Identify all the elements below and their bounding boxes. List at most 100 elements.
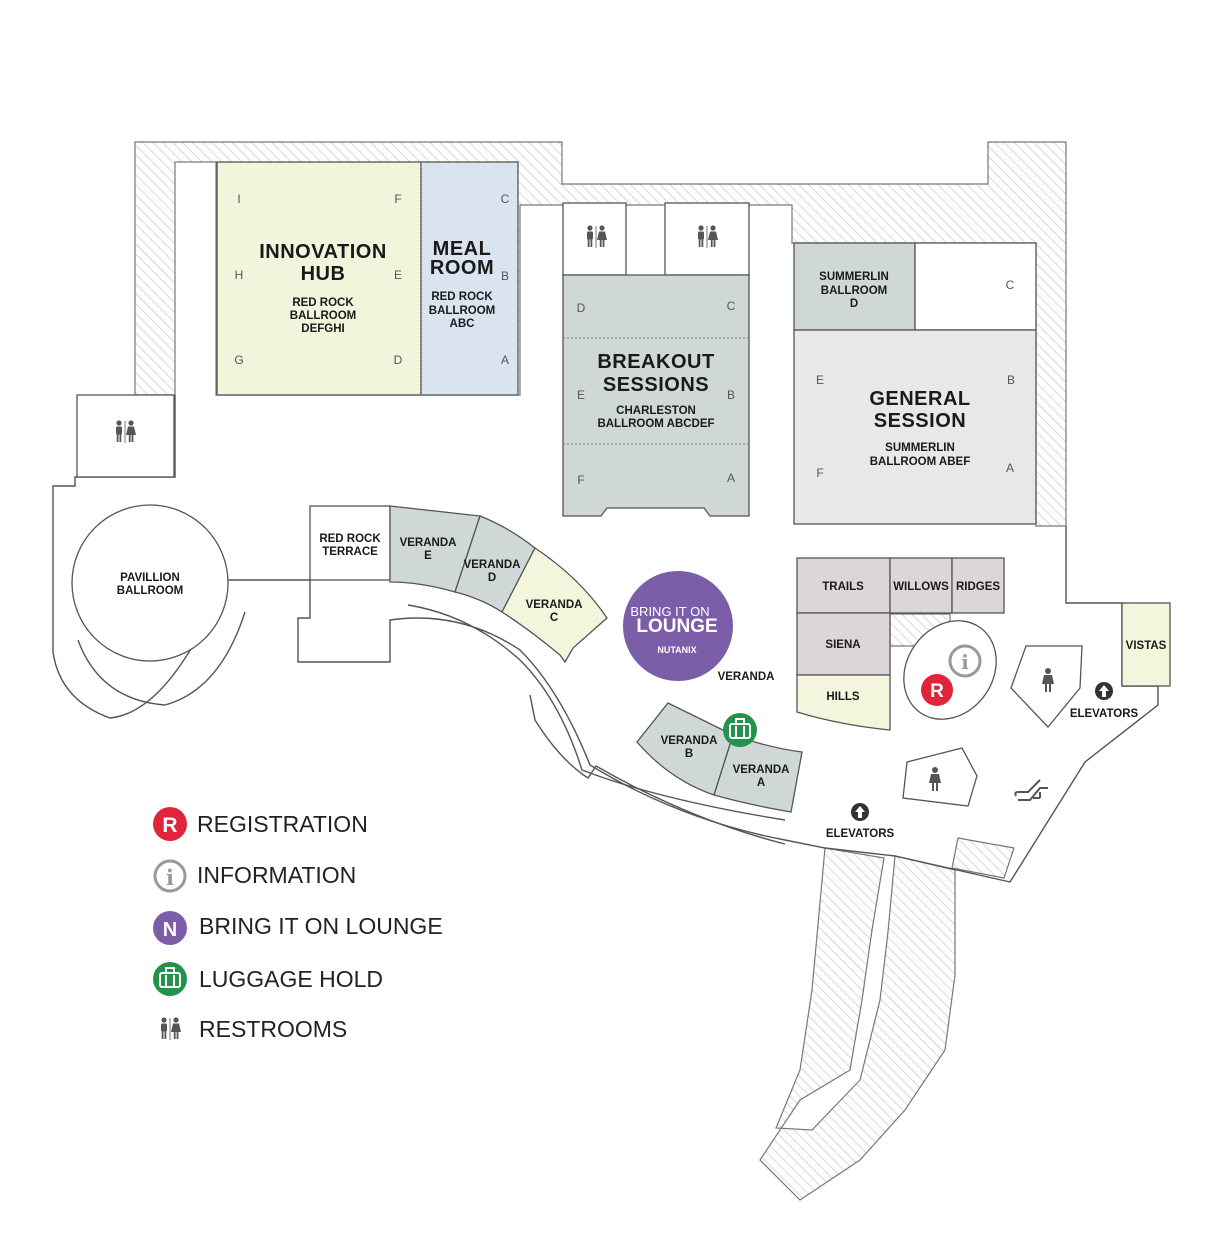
red-rock-terrace[interactable] <box>309 505 391 581</box>
veranda-b-label: VERANDA <box>661 735 718 747</box>
section-letter: C <box>727 299 736 313</box>
summerlin-d-label: SUMMERLIN <box>819 271 889 283</box>
information-marker[interactable] <box>948 644 982 678</box>
veranda-a[interactable] <box>713 734 803 813</box>
veranda-c-label-2: C <box>550 612 558 624</box>
registration-marker[interactable] <box>921 674 953 706</box>
meal-room-sub-1: RED ROCK <box>431 291 493 303</box>
veranda-b-label-2: B <box>685 748 693 760</box>
elevator-up-icon[interactable] <box>851 803 869 821</box>
south-walkway-hatch <box>759 847 956 1201</box>
veranda-a-label-2: A <box>757 777 765 789</box>
ridges-label: RIDGES <box>956 581 1000 593</box>
innovation-hub-title-2: HUB <box>301 263 346 285</box>
general-session-room[interactable] <box>793 329 1037 525</box>
breakout-sub-2: BALLROOM ABCDEF <box>597 418 714 430</box>
breakout-title-2: SESSIONS <box>603 374 709 396</box>
section-letter: F <box>816 466 823 480</box>
lounge-icon-glyph: N <box>163 919 177 941</box>
lounge-icon <box>153 911 187 945</box>
veranda-label: VERANDA <box>718 671 775 683</box>
veranda-d-label: VERANDA <box>464 559 521 571</box>
section-letter: E <box>577 388 585 402</box>
legend-label: REGISTRATION <box>197 811 368 837</box>
legend-label: RESTROOMS <box>199 1016 347 1042</box>
luggage-icon-glyph <box>159 967 181 988</box>
breakout-sessions-room[interactable] <box>562 274 750 517</box>
elevator-up-icon[interactable] <box>1095 682 1113 700</box>
hills-room[interactable] <box>796 674 891 731</box>
lounge-label-2: LOUNGE <box>636 616 717 637</box>
veranda-a-label: VERANDA <box>733 764 790 776</box>
restroom-room <box>902 747 978 807</box>
innovation-hub-room[interactable] <box>216 161 422 396</box>
summerlin-c-room[interactable] <box>914 242 1037 331</box>
willows-room[interactable] <box>889 557 953 614</box>
pavillion-ballroom[interactable] <box>71 504 229 662</box>
veranda-e-label: VERANDA <box>400 537 457 549</box>
summerlin-d-label-2: BALLROOM <box>821 285 887 297</box>
luggage-icon <box>729 718 751 739</box>
veranda-e-label-2: E <box>424 550 432 562</box>
section-letter: F <box>577 473 584 487</box>
restroom-icon <box>160 1016 182 1041</box>
section-letter: A <box>501 353 509 367</box>
restroom-room <box>76 394 175 478</box>
veranda-c-label: VERANDA <box>526 599 583 611</box>
legend-label: LUGGAGE HOLD <box>199 966 383 992</box>
meal-room-sub-3: ABC <box>450 318 475 330</box>
trails-label: TRAILS <box>822 581 864 593</box>
pavillion-ring <box>77 611 246 706</box>
section-letter: A <box>727 471 735 485</box>
section-letter: D <box>394 353 403 367</box>
meal-room[interactable] <box>420 161 519 396</box>
innovation-hub-sub-1: RED ROCK <box>292 297 354 309</box>
innovation-hub-title: INNOVATION <box>259 241 387 263</box>
pavillion-label: PAVILLION <box>120 572 180 584</box>
terrace-label: RED ROCK <box>319 533 381 545</box>
section-letter: F <box>394 192 401 206</box>
general-session-title: GENERAL <box>869 388 970 410</box>
section-letter: B <box>1007 373 1015 387</box>
section-letter: C <box>501 192 510 206</box>
willows-label: WILLOWS <box>893 581 949 593</box>
vistas-label: VISTAS <box>1126 640 1167 652</box>
section-letter: C <box>1006 278 1015 292</box>
vistas-room[interactable] <box>1121 602 1171 687</box>
trails-room[interactable] <box>796 557 891 614</box>
meal-room-sub-2: BALLROOM <box>429 305 495 317</box>
section-letter: E <box>816 373 824 387</box>
registration-icon <box>153 807 187 841</box>
general-session-title-2: SESSION <box>874 410 966 432</box>
registration-icon-glyph: R <box>162 814 177 837</box>
section-letter: H <box>235 268 244 282</box>
lower-corridor <box>529 694 786 845</box>
section-letter: D <box>577 301 586 315</box>
summerlin-d-room[interactable] <box>793 242 916 331</box>
pavillion-label-2: BALLROOM <box>117 585 183 597</box>
elevators-center-label: ELEVATORS <box>826 828 895 840</box>
hills-label: HILLS <box>826 691 860 703</box>
meal-room-title-2: ROOM <box>430 257 494 279</box>
information-icon <box>153 859 187 893</box>
information-glyph: i <box>961 650 969 674</box>
section-letter: E <box>394 268 402 282</box>
information-icon-glyph: i <box>166 865 174 890</box>
meal-room-title: MEAL <box>433 238 492 260</box>
veranda-c[interactable] <box>501 547 608 664</box>
east-corridor-hatch <box>951 837 1015 879</box>
section-letter: A <box>1006 461 1014 475</box>
bring-it-on-lounge-marker[interactable] <box>623 571 733 681</box>
escalator-icon <box>1014 779 1048 801</box>
section-letter: I <box>237 192 240 206</box>
legend: R REGISTRATION i INFORMATION N BRING IT … <box>153 807 443 1042</box>
innovation-hub-sub-3: DEFGHI <box>301 323 344 335</box>
legend-label: INFORMATION <box>197 862 356 888</box>
summerlin-d-label-3: D <box>850 298 858 310</box>
siena-room[interactable] <box>796 612 891 676</box>
terrace-label-2: TERRACE <box>322 546 378 558</box>
section-letter: G <box>234 353 243 367</box>
ridges-room[interactable] <box>951 557 1005 614</box>
lounge-label-3: NUTANIX <box>657 645 696 655</box>
